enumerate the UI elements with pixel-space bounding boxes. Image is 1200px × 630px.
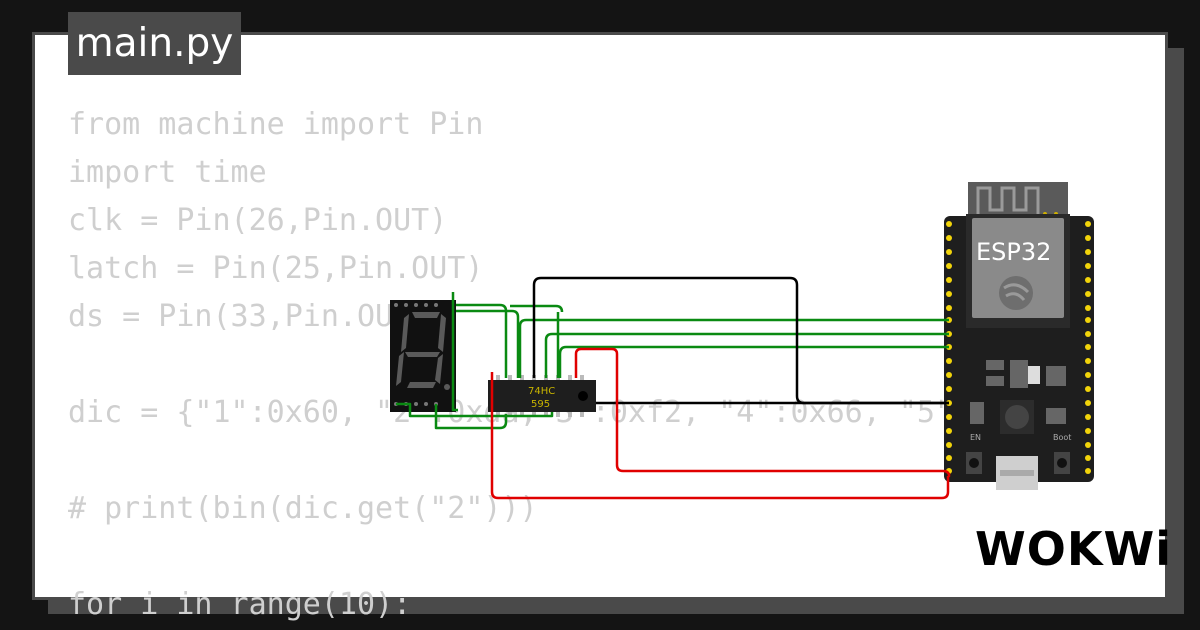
esp32-board[interactable]: ESP32 EN Boot — [944, 182, 1094, 490]
boot-button-label: Boot — [1053, 433, 1071, 442]
chip-label-line1: 74HC — [528, 386, 555, 397]
en-button-label: EN — [970, 433, 981, 442]
seven-segment-display[interactable] — [390, 300, 456, 412]
code-line: latch = Pin(25,Pin.OUT) — [68, 251, 484, 286]
code-line: clk = Pin(26,Pin.OUT) — [68, 203, 448, 238]
wires — [396, 276, 951, 500]
code-line: for i in range(10): — [68, 587, 412, 622]
code-line: # print(bin(dic.get("2"))) — [68, 491, 538, 526]
shift-register-chip[interactable]: 74HC 595 — [488, 375, 596, 417]
wokwi-logo: WOKWi — [975, 522, 1172, 576]
code-line: import time — [68, 155, 267, 190]
file-tab[interactable]: main.py — [68, 12, 241, 75]
code-line: from machine import Pin — [68, 107, 484, 142]
chip-label-line2: 595 — [531, 399, 550, 410]
board-name: ESP32 — [976, 238, 1051, 266]
code-line: ds = Pin(33,Pin.OUT) — [68, 299, 430, 334]
